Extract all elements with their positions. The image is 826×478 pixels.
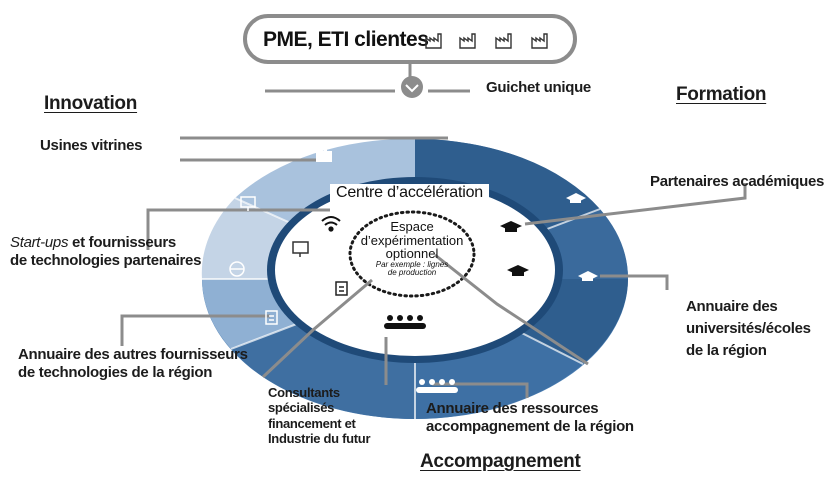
leader-lines (120, 64, 747, 398)
factory-icon (316, 146, 332, 162)
startups-label: Start-ups et fournisseurs de technologie… (10, 234, 202, 269)
wifi-icon (321, 216, 341, 232)
heading-innovation: Innovation (44, 93, 138, 114)
graduation-cap-icon (566, 193, 586, 203)
annuaire-fournisseurs-label: Annuaire des autres fournisseurs de tech… (18, 346, 248, 381)
usines-vitrines-label: Usines vitrines (40, 137, 143, 154)
globe-icon (229, 261, 245, 277)
espace-label: Espace d’expérimentation optionnel Par e… (360, 219, 464, 278)
monitor-icon (292, 241, 309, 257)
inner-area (275, 184, 555, 356)
graduation-cap-icon (578, 271, 598, 281)
factory-icon (459, 33, 476, 49)
consultants-label: Consultants spécialisés financement et I… (268, 385, 371, 446)
annuaire-ressources-label: Annuaire des ressources accompagnement d… (426, 400, 634, 435)
people-icon (416, 379, 458, 393)
centre-acceleration-title: Centre d’accélération (330, 184, 489, 202)
factory-icon (495, 33, 512, 49)
annuaire-universites-label: Annuaire des universités/écoles de la ré… (686, 298, 811, 359)
guichet-marker (401, 76, 423, 98)
factory-icon (531, 33, 548, 49)
clients-box (243, 14, 577, 64)
espace-outline (348, 210, 476, 298)
guichet-label: Guichet unique (486, 79, 591, 96)
graduation-cap-icon (500, 221, 522, 232)
factory-icon (425, 33, 442, 49)
clipboard-icon (335, 281, 348, 296)
heading-formation: Formation (676, 84, 767, 105)
people-icon (384, 315, 426, 329)
partenaires-label: Partenaires académiques (650, 173, 825, 190)
clipboard-icon (265, 310, 278, 325)
monitor-icon (240, 196, 256, 211)
clients-label: PME, ETI clientes (263, 28, 429, 51)
graduation-cap-icon (507, 265, 529, 276)
factory-icon (452, 125, 468, 141)
heading-accompagnement: Accompagnement (420, 451, 581, 472)
